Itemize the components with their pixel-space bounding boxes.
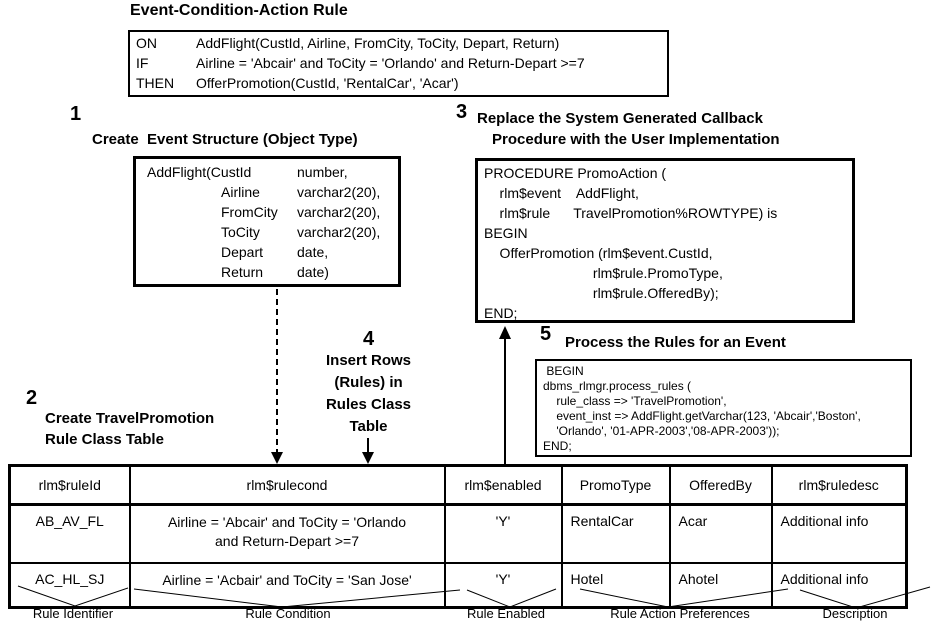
field-type: varchar2(20), bbox=[297, 204, 381, 220]
arrowhead-down-icon bbox=[362, 452, 374, 464]
field-name: Depart bbox=[221, 244, 264, 260]
cell-ruleid: AB_AV_FL bbox=[8, 503, 131, 564]
eca-text-on: AddFlight(CustId, Airline, FromCity, ToC… bbox=[196, 35, 560, 51]
object-type-line: FromCity varchar2(20), bbox=[147, 202, 398, 222]
object-type-line: Return date) bbox=[147, 262, 398, 282]
field-type: varchar2(20), bbox=[297, 184, 381, 200]
field-type: date) bbox=[297, 264, 329, 280]
step3-number: 3 bbox=[456, 101, 468, 123]
event-structure-box: AddFlight(CustId number, Airline varchar… bbox=[133, 156, 401, 287]
field-name: AddFlight(CustId bbox=[147, 164, 252, 180]
cell-rulecond: Airline = 'Abcair' and ToCity = 'Orlando… bbox=[128, 503, 446, 564]
cell-offeredby: Acar bbox=[668, 503, 773, 564]
col-header-ruledesc: rlm$ruledesc bbox=[770, 464, 908, 506]
field-type: varchar2(20), bbox=[297, 224, 381, 240]
step5-heading: Process the Rules for an Event bbox=[565, 334, 786, 351]
step1-heading: Create Event Structure (Object Type) bbox=[92, 131, 358, 148]
step2-number: 2 bbox=[26, 387, 38, 409]
step4-heading-line: Rules Class bbox=[325, 396, 412, 413]
col-header-enabled: rlm$enabled bbox=[443, 464, 563, 506]
eca-keyword-then: THEN bbox=[136, 75, 175, 91]
field-name: ToCity bbox=[221, 224, 260, 240]
step1-number: 1 bbox=[70, 103, 82, 125]
cell-enabled: 'Y' bbox=[443, 562, 563, 609]
object-type-line: Airline varchar2(20), bbox=[147, 182, 398, 202]
field-type: date, bbox=[297, 244, 329, 260]
step2-heading-line1: Create TravelPromotion bbox=[45, 410, 215, 427]
eca-keyword-if: IF bbox=[136, 55, 149, 71]
eca-rule-box: ON AddFlight(CustId, Airline, FromCity, … bbox=[128, 30, 669, 97]
eca-line-then: THEN OfferPromotion(CustId, 'RentalCar',… bbox=[136, 73, 661, 93]
footer-label-rule-condition: Rule Condition bbox=[245, 606, 331, 621]
table-row: AB_AV_FL Airline = 'Abcair' and ToCity =… bbox=[8, 503, 908, 564]
cell-rulecond: Airline = 'Acbair' and ToCity = 'San Jos… bbox=[128, 562, 446, 609]
field-name: Return bbox=[221, 264, 264, 280]
diagram-title: Event-Condition-Action Rule bbox=[130, 2, 348, 19]
footer-label-rule-action-preferences: Rule Action Preferences bbox=[610, 606, 750, 621]
cell-promotype: Hotel bbox=[560, 562, 671, 609]
process-rules-box: BEGIN dbms_rlmgr.process_rules ( rule_cl… bbox=[535, 359, 912, 457]
object-type-line: AddFlight(CustId number, bbox=[147, 162, 398, 182]
rule-class-table: rlm$ruleId rlm$rulecond rlm$enabled Prom… bbox=[8, 464, 908, 609]
field-type: number, bbox=[297, 164, 348, 180]
col-header-rulecond: rlm$rulecond bbox=[128, 464, 446, 506]
step3-heading-line2: Procedure with the User Implementation bbox=[492, 131, 780, 148]
arrowhead-down-icon bbox=[271, 452, 283, 464]
cell-ruledesc: Additional info bbox=[770, 503, 908, 564]
eca-line-on: ON AddFlight(CustId, Airline, FromCity, … bbox=[136, 33, 661, 53]
callback-procedure-box: PROCEDURE PromoAction ( rlm$event AddFli… bbox=[475, 158, 855, 323]
step4-block: 4 Insert Rows (Rules) in Rules Class Tab… bbox=[300, 328, 437, 438]
arrowhead-up-icon bbox=[499, 326, 511, 339]
footer-label-description: Description bbox=[822, 606, 888, 621]
eca-text-if: Airline = 'Abcair' and ToCity = 'Orlando… bbox=[196, 55, 585, 71]
field-name: FromCity bbox=[221, 204, 278, 220]
table-row: AC_HL_SJ Airline = 'Acbair' and ToCity =… bbox=[8, 562, 908, 609]
field-name: Airline bbox=[221, 184, 260, 200]
col-header-offeredby: OfferedBy bbox=[668, 464, 773, 506]
col-header-promotype: PromoType bbox=[560, 464, 671, 506]
step4-heading-line: (Rules) in bbox=[334, 374, 403, 391]
step4-heading-line: Insert Rows bbox=[325, 352, 412, 369]
table-header-row: rlm$ruleId rlm$rulecond rlm$enabled Prom… bbox=[8, 464, 908, 506]
step2-heading-line2: Rule Class Table bbox=[45, 431, 164, 448]
object-type-line: Depart date, bbox=[147, 242, 398, 262]
step3-heading-line1: Replace the System Generated Callback bbox=[477, 110, 763, 127]
eca-line-if: IF Airline = 'Abcair' and ToCity = 'Orla… bbox=[136, 53, 661, 73]
col-header-ruleid: rlm$ruleId bbox=[8, 464, 131, 506]
footer-label-rule-enabled: Rule Enabled bbox=[466, 606, 546, 621]
step4-number: 4 bbox=[362, 328, 375, 350]
cell-promotype: RentalCar bbox=[560, 503, 671, 564]
object-type-line: ToCity varchar2(20), bbox=[147, 222, 398, 242]
cell-ruledesc: Additional info bbox=[770, 562, 908, 609]
eca-keyword-on: ON bbox=[136, 35, 157, 51]
step5-number: 5 bbox=[540, 323, 552, 345]
footer-label-rule-identifier: Rule Identifier bbox=[32, 606, 114, 621]
eca-text-then: OfferPromotion(CustId, 'RentalCar', 'Aca… bbox=[196, 75, 459, 91]
cell-ruleid: AC_HL_SJ bbox=[8, 562, 131, 609]
cell-enabled: 'Y' bbox=[443, 503, 563, 564]
cell-offeredby: Ahotel bbox=[668, 562, 773, 609]
step4-heading-line: Table bbox=[349, 418, 388, 435]
